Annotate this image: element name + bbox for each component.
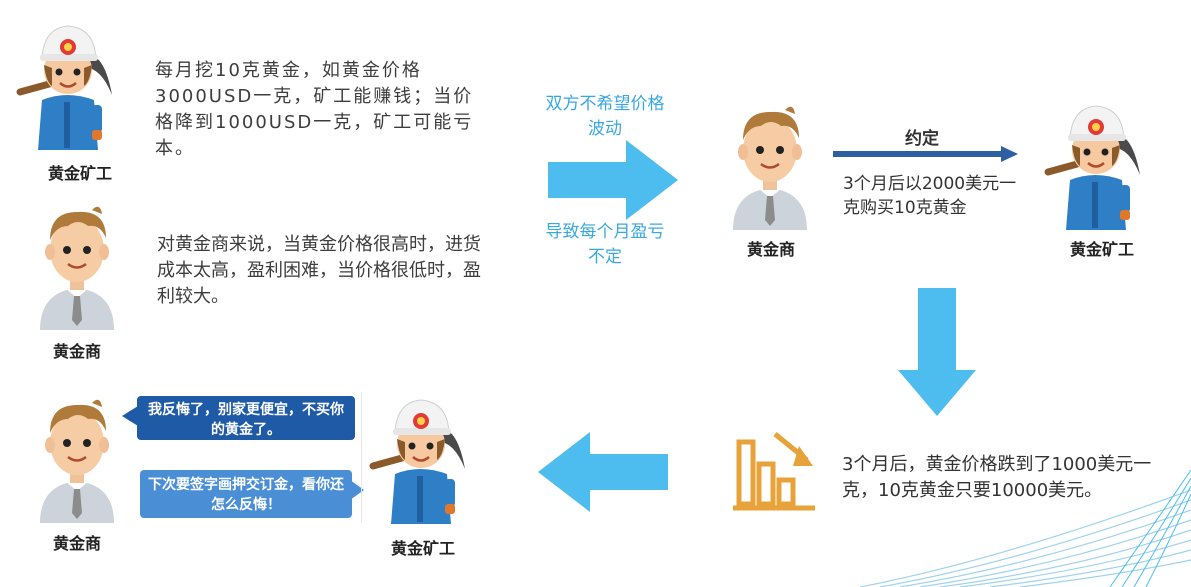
dealer-figure-agreement xyxy=(725,100,815,230)
miner-description: 每月挖10克黄金，如黄金价格3000USD一克，矿工能赚钱；当价格降到1000U… xyxy=(155,60,474,159)
miner-figure-top-left xyxy=(12,20,122,150)
left-arrow-icon xyxy=(538,432,668,512)
dealer-description: 对黄金商来说，当黄金价格很高时，进货成本太高，盈利困难，当价格很低时，盈利较大。 xyxy=(157,234,481,307)
bubble-pointer-regret xyxy=(122,406,138,426)
down-arrow-icon xyxy=(898,288,976,416)
note-unstable-profit: 导致每个月盈亏不定 xyxy=(545,222,665,267)
agreement-arrow-icon xyxy=(833,146,1018,162)
outcome-text: 3个月后，黄金价格跌到了1000美元一克，10克黄金只要10000美元。 xyxy=(842,454,1152,501)
agreement-terms: 3个月后以2000美元一克购买10克黄金 xyxy=(843,174,1017,218)
right-arrow-icon xyxy=(548,140,678,220)
speech-bubble-regret: 我反悔了，别家更便宜，不买你的黄金了。 xyxy=(137,396,355,440)
agreement-label: 约定 xyxy=(905,129,939,149)
miner-figure-agreement xyxy=(1040,100,1150,230)
note-no-price-fluctuation: 双方不希望价格波动 xyxy=(545,94,665,139)
dealer-caption-bottom: 黄金商 xyxy=(52,534,101,553)
divider-line xyxy=(361,393,362,523)
miner-figure-bottom xyxy=(365,394,475,524)
bubble-pointer-contract xyxy=(350,480,364,500)
miner-caption-bottom: 黄金矿工 xyxy=(390,539,455,558)
falling-bar-chart-icon xyxy=(733,430,815,512)
dealer-figure-middle-left xyxy=(32,200,122,330)
dealer-caption-middle-left: 黄金商 xyxy=(52,342,101,361)
speech-bubble-contract: 下次要签字画押交订金，看你还怎么反悔！ xyxy=(140,470,352,518)
miner-caption-agreement: 黄金矿工 xyxy=(1069,240,1134,259)
dealer-figure-bottom xyxy=(32,393,122,523)
decorative-wave xyxy=(860,470,1191,587)
dealer-caption-agreement: 黄金商 xyxy=(746,240,795,259)
miner-caption-top-left: 黄金矿工 xyxy=(47,164,112,183)
